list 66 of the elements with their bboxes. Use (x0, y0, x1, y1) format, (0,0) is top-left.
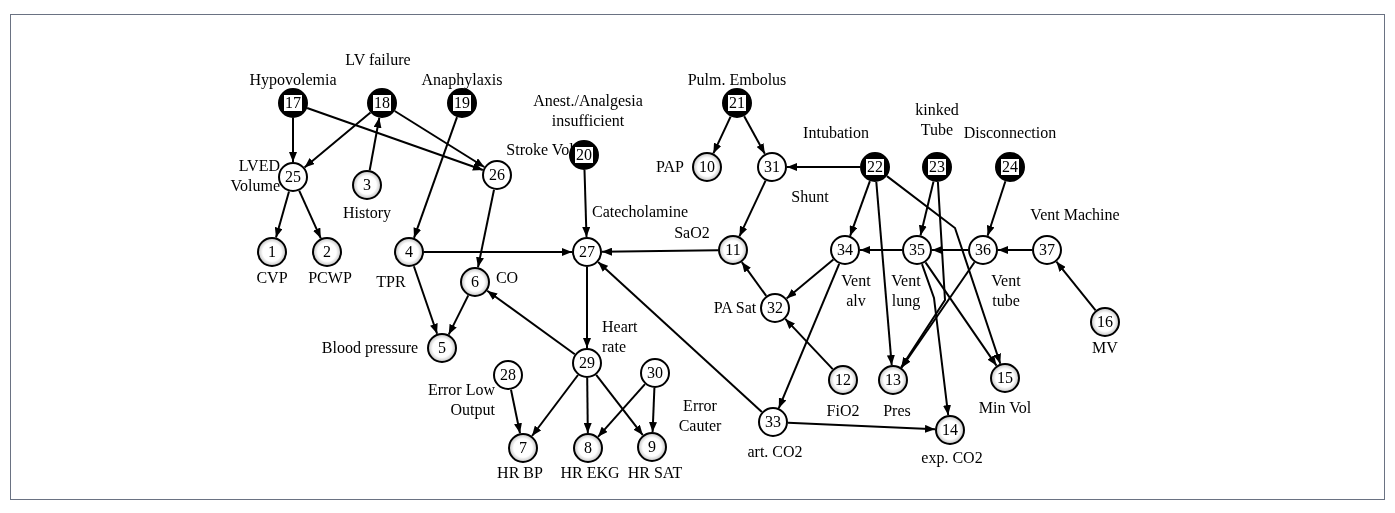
arrow (423, 248, 573, 256)
node-label: Vent tube (990, 271, 1022, 311)
node-label: Pulm. Embolus (687, 70, 787, 90)
node-label: Intubation (803, 123, 869, 143)
arrow (476, 188, 495, 269)
arrow (486, 289, 576, 356)
arrow (997, 246, 1033, 254)
node-label: Min Vol (978, 398, 1032, 418)
arrow (784, 317, 834, 371)
arrow (583, 266, 591, 349)
node-label: Anaphylaxis (421, 70, 503, 90)
arrow (649, 387, 657, 433)
node-label: Disconnection (963, 123, 1057, 143)
node-label: kinked Tube (914, 100, 960, 140)
node-label: CO (495, 268, 519, 288)
node-label: Error Cauter (677, 396, 723, 436)
arrow (601, 247, 719, 256)
arrow (875, 180, 895, 367)
node-label: Heart rate (602, 317, 639, 357)
node-label: Pres (883, 401, 911, 421)
arrow (859, 246, 903, 254)
arrow (510, 388, 522, 435)
arrow (986, 180, 1007, 237)
node-label: Hypovolemia (249, 70, 337, 90)
arrow (582, 169, 591, 238)
arrow (786, 163, 861, 171)
node-label: Shunt (791, 187, 829, 207)
arrow (921, 263, 951, 417)
node-label: FiO2 (826, 401, 860, 421)
arrow (412, 265, 439, 335)
node-label: HR SAT (627, 463, 683, 483)
node-label: PCWP (308, 268, 352, 288)
node-label: History (343, 203, 391, 223)
node-label: Anest./Analgesia insufficient (532, 91, 644, 131)
arrow (597, 383, 646, 438)
arrow (931, 246, 969, 254)
node-label: Blood pressure (321, 338, 419, 358)
node-label: PAP (656, 157, 684, 177)
node-label: art. CO2 (747, 442, 803, 462)
node-label: exp. CO2 (921, 448, 983, 468)
arrow (597, 261, 763, 413)
node-label: HR BP (497, 463, 543, 483)
node-label: LVED Volume (229, 156, 280, 196)
arrow (583, 377, 592, 434)
arrow (413, 116, 458, 239)
arrow (787, 421, 936, 433)
arrow (785, 258, 835, 300)
node-label: CVP (256, 268, 288, 288)
arrow (289, 117, 297, 163)
arrow (368, 116, 382, 172)
node-label: PA Sat (713, 298, 757, 318)
node-label: Error Low Output (426, 380, 495, 420)
node-label: LV failure (345, 50, 411, 70)
node-label: SaO2 (674, 223, 710, 243)
arrow (849, 180, 871, 237)
node-label: HR EKG (560, 463, 620, 483)
node-label: TPR (376, 272, 406, 292)
node-label: Vent lung (890, 271, 922, 311)
arrow (303, 111, 372, 169)
node-label: Vent Machine (1030, 205, 1120, 225)
node-label: Catecholamine (592, 202, 688, 222)
node-label: MV (1092, 338, 1118, 358)
arrow (274, 190, 290, 239)
arrow (918, 180, 935, 237)
arrow (885, 175, 1002, 365)
node-label: Vent alv (840, 271, 872, 311)
